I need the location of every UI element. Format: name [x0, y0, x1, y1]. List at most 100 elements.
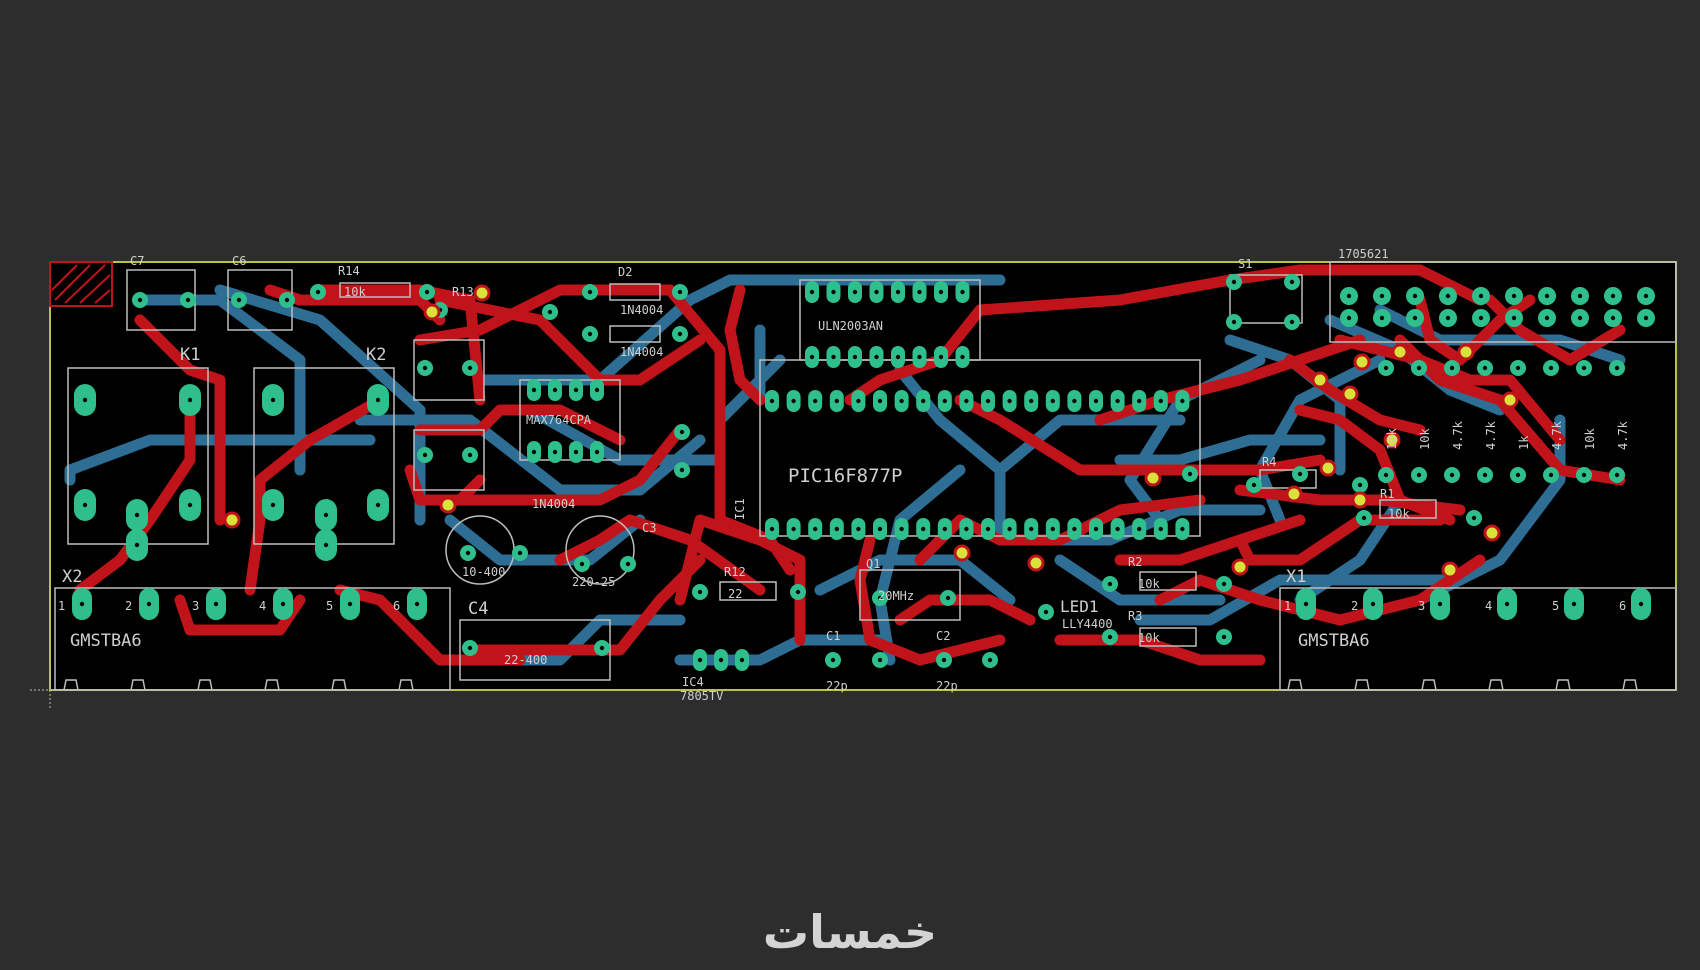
- label-conn-top: 1705621: [1338, 247, 1389, 261]
- terminal-tab: [1421, 679, 1437, 691]
- label-d2-val: 1N4004: [620, 303, 663, 317]
- terminal-tab: [1622, 679, 1638, 691]
- label-x2: X2: [62, 567, 82, 587]
- resistor-array-value: 10k: [1418, 428, 1432, 450]
- pad-drill: [679, 429, 685, 435]
- label-r4: R4: [1262, 455, 1276, 469]
- label-r1: R1: [1380, 487, 1394, 501]
- pad-drill: [1383, 365, 1389, 371]
- pad-drill: [921, 398, 926, 404]
- via: [1483, 524, 1501, 542]
- resistor-array-value: 4.7k: [1550, 420, 1564, 450]
- pad-drill: [964, 398, 969, 404]
- pad-drill: [899, 526, 904, 532]
- x1-pin-number: 1: [1284, 599, 1291, 613]
- label-c3: C3: [642, 521, 656, 535]
- pad-drill: [284, 297, 290, 303]
- x2-pin-number: 1: [58, 599, 65, 613]
- label-r1-val: 10k: [1388, 507, 1410, 521]
- pad-drill: [1180, 398, 1185, 404]
- pad-drill: [877, 398, 883, 404]
- pad-drill: [1548, 472, 1554, 478]
- pad-drill: [517, 550, 523, 556]
- label-r2: R2: [1128, 555, 1142, 569]
- pad-drill: [985, 526, 991, 532]
- label-q1-val: 20MHz: [878, 589, 914, 603]
- pad-drill: [877, 657, 883, 663]
- pad-drill: [1050, 526, 1056, 532]
- pad-drill: [1504, 601, 1510, 607]
- via: [423, 303, 441, 321]
- pad-drill: [1379, 293, 1385, 299]
- pad-drill: [1515, 365, 1521, 371]
- pad-drill: [375, 502, 381, 508]
- pad-drill: [791, 526, 796, 532]
- pad-drill: [1093, 526, 1099, 532]
- pad-drill: [1548, 365, 1554, 371]
- pad-drill: [960, 354, 965, 360]
- resistor-array-value: 4.7k: [1616, 420, 1630, 450]
- x2-pin-number: 5: [326, 599, 333, 613]
- pad-drill: [1478, 315, 1484, 321]
- via: [1383, 431, 1401, 449]
- via: [1351, 491, 1369, 509]
- terminal-tabs: [63, 679, 1638, 691]
- pad-drill: [852, 289, 858, 295]
- pad-drill: [1412, 315, 1418, 321]
- pad-drill: [895, 354, 901, 360]
- label-r13: R13: [452, 285, 474, 299]
- pad-drill: [917, 289, 922, 295]
- pad-drill: [1303, 601, 1309, 607]
- pad-drill: [422, 365, 428, 371]
- pad-drill: [270, 502, 276, 508]
- pad-drill: [809, 354, 815, 360]
- pad-drill: [917, 354, 922, 360]
- terminal-tab: [1488, 679, 1504, 691]
- label-r3: R3: [1128, 609, 1142, 623]
- pad-drill: [1643, 315, 1649, 321]
- via: [223, 511, 241, 529]
- pad-drill: [1050, 398, 1056, 404]
- pad-drill: [791, 398, 796, 404]
- pad-drill: [1511, 315, 1517, 321]
- terminal-tab: [63, 679, 79, 691]
- label-c7: C7: [130, 254, 144, 268]
- pad-drill: [942, 398, 947, 404]
- via: [473, 284, 491, 302]
- pad-drill: [941, 657, 947, 663]
- pad-drill: [677, 289, 683, 295]
- label-ic-mid: MAX764CPA: [526, 413, 592, 427]
- pad-drill: [1029, 398, 1034, 404]
- pad-drill: [1158, 398, 1164, 404]
- pad-drill: [1007, 526, 1012, 532]
- terminal-tab: [1354, 679, 1370, 691]
- label-c1-val: 22p: [826, 679, 848, 693]
- x1-pin-number: 6: [1619, 599, 1626, 613]
- pad-drill: [1029, 526, 1034, 532]
- pad-drill: [877, 526, 883, 532]
- pad-drill: [594, 387, 600, 393]
- pad-drill: [467, 452, 473, 458]
- pad-drill: [1478, 293, 1484, 299]
- label-led1-val: LLY4400: [1062, 617, 1113, 631]
- pad-drill: [1346, 315, 1352, 321]
- pad-drill: [1379, 315, 1385, 321]
- pad-drill: [594, 449, 600, 455]
- via: [1341, 385, 1359, 403]
- label-s1: S1: [1238, 257, 1252, 271]
- pad-drill: [831, 354, 836, 360]
- resistor-array-value: 10k: [1583, 428, 1597, 450]
- label-x1: X1: [1286, 567, 1306, 587]
- pad-drill: [1007, 398, 1012, 404]
- x1-pin-number: 2: [1351, 599, 1358, 613]
- pad-drill: [1471, 515, 1477, 521]
- x2-pin-number: 6: [393, 599, 400, 613]
- x2-pin-number: 4: [259, 599, 266, 613]
- pad-drill: [899, 398, 904, 404]
- pad-drill: [1445, 315, 1451, 321]
- pad-drill: [813, 526, 818, 532]
- via: [439, 496, 457, 514]
- pad-drill: [1251, 482, 1257, 488]
- resistor-array-value: 4.7k: [1451, 420, 1465, 450]
